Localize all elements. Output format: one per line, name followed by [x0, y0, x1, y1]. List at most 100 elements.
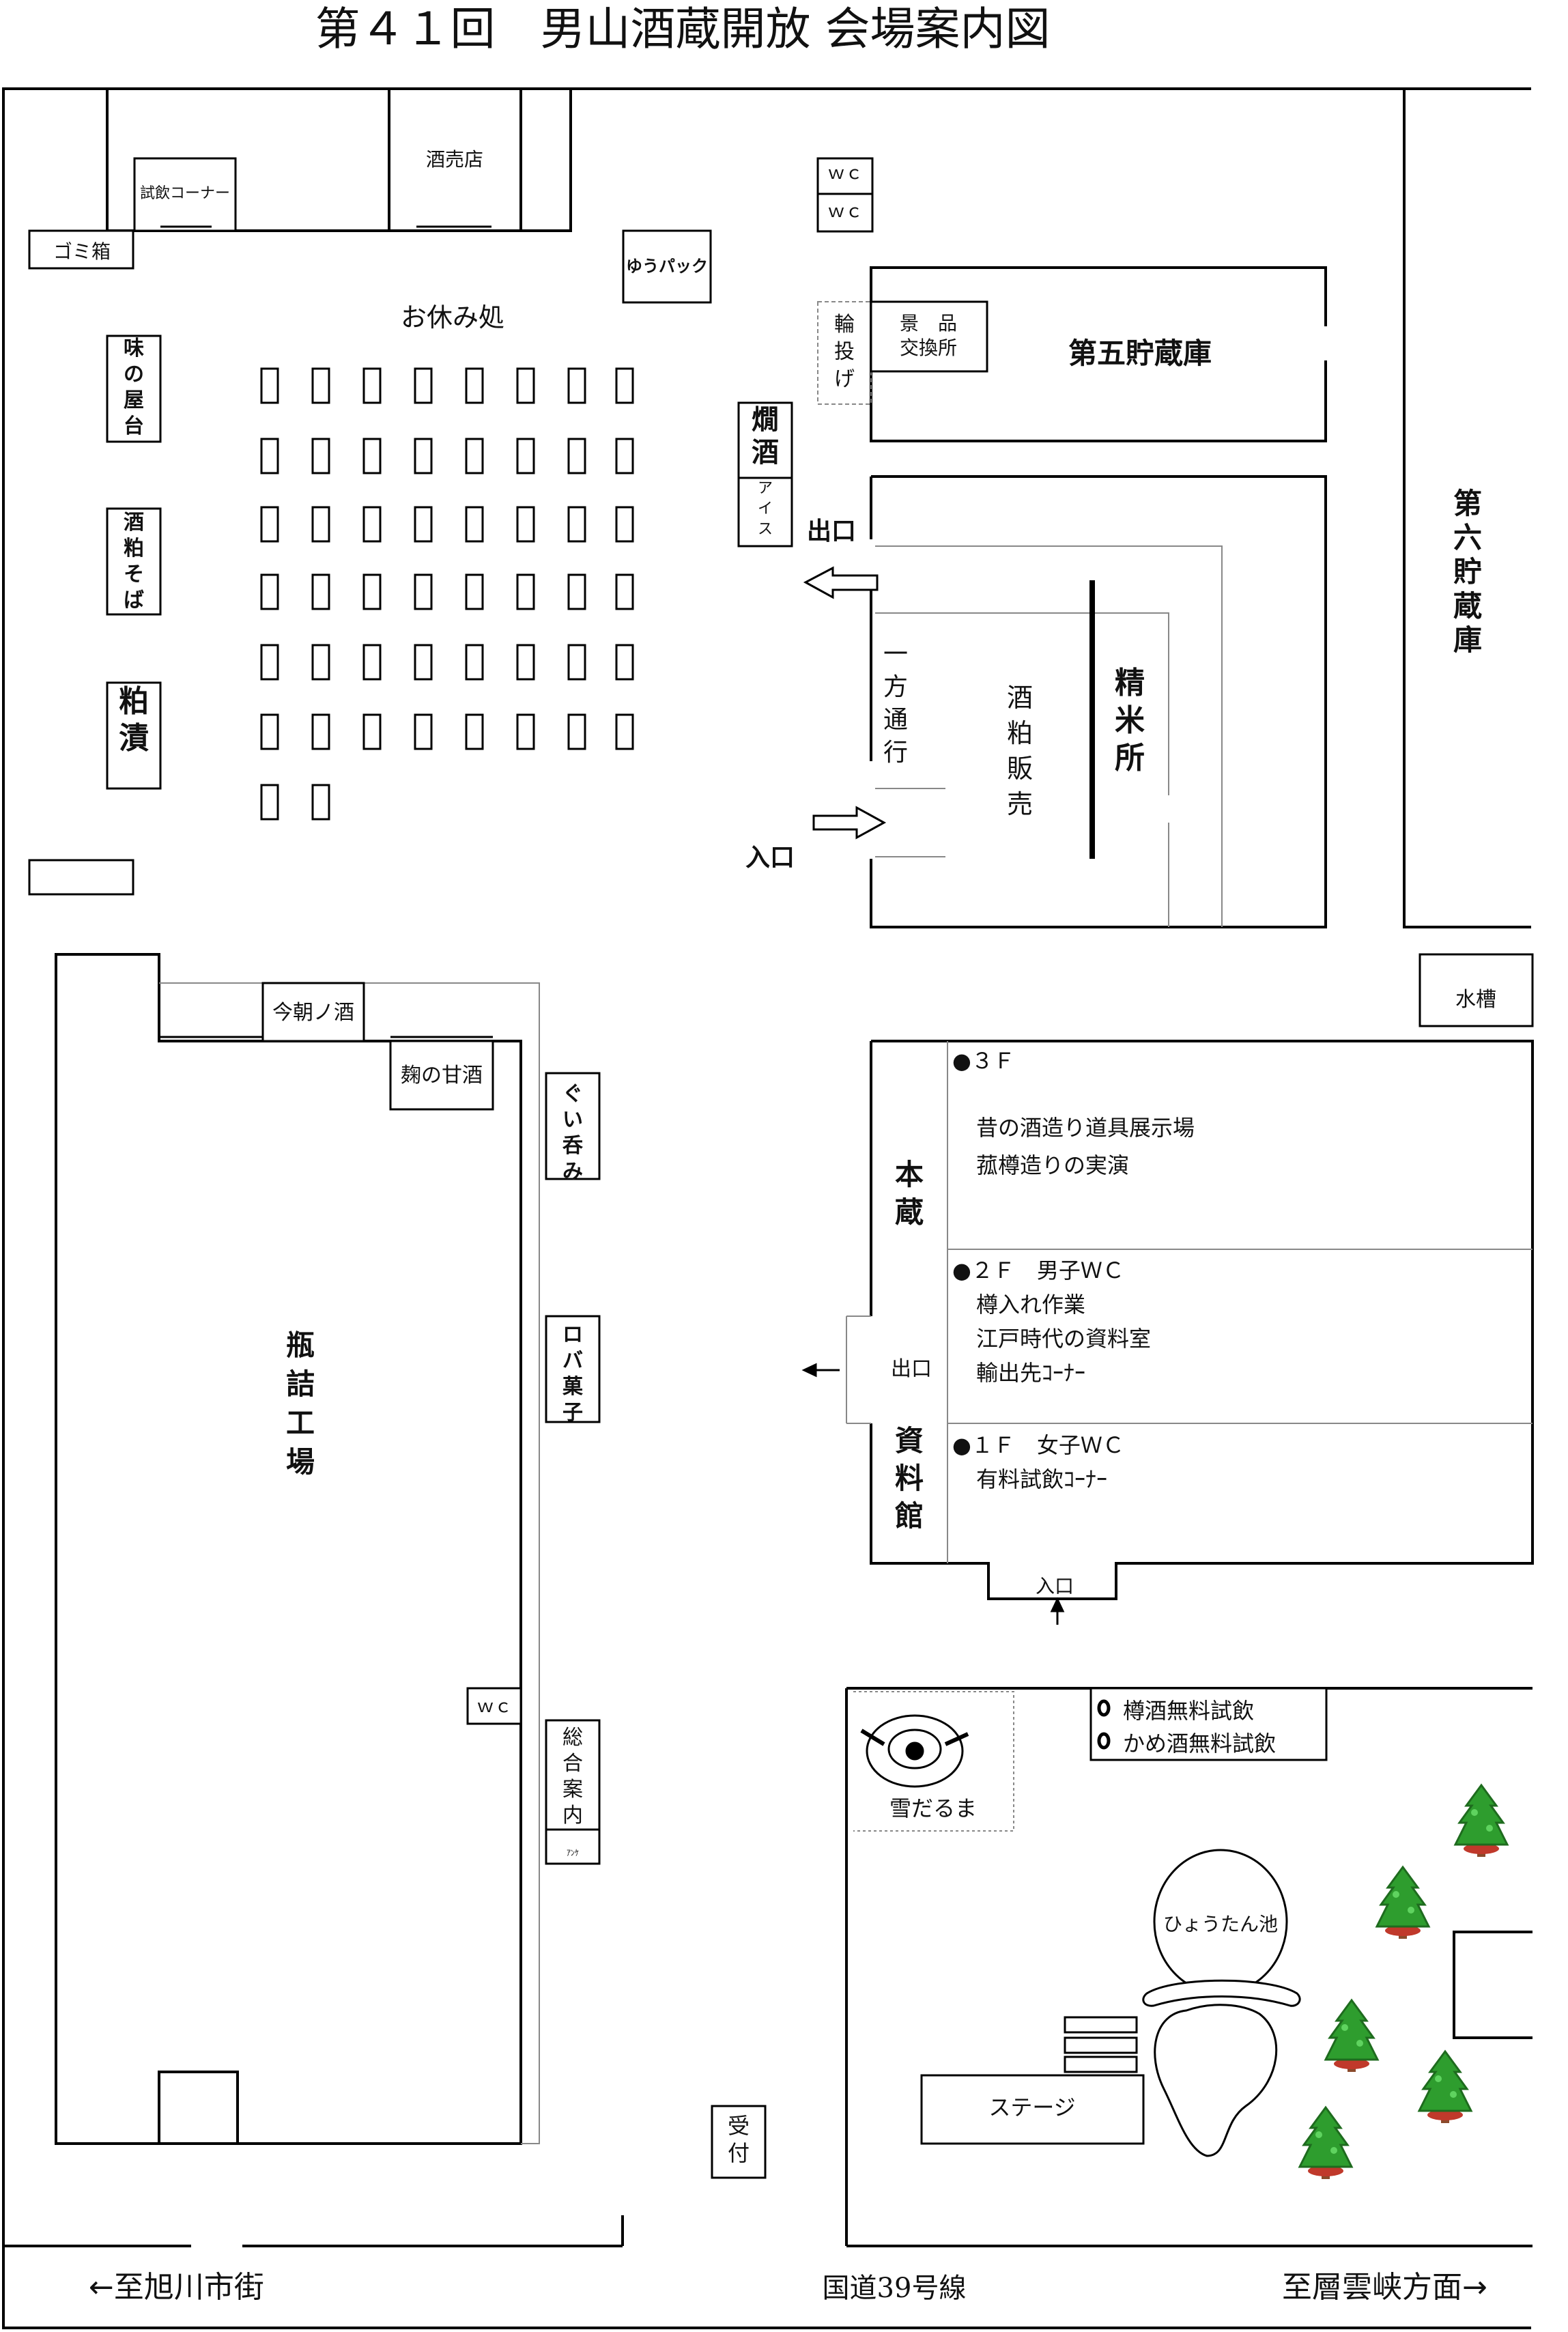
kasuzuke-box	[106, 681, 162, 790]
info-small-box	[545, 1828, 601, 1865]
rest-seat	[260, 713, 279, 750]
rest-seat	[615, 573, 634, 610]
rest-seat	[516, 506, 535, 543]
roba-gashi-label: ロバ菓子	[562, 1323, 584, 1425]
museum-outline	[870, 1040, 1534, 1600]
bottling-plant-outline	[55, 953, 522, 2145]
taruzake-label: 樽酒無料試飲	[1123, 1698, 1254, 1724]
info-center-label: 総合案内	[562, 1726, 583, 1828]
rest-seat	[260, 506, 279, 543]
koji-box	[389, 1040, 494, 1111]
rest-seat	[465, 644, 484, 681]
rest-seat	[260, 784, 279, 821]
rest-seat	[516, 573, 535, 610]
sake-shop-label: 酒売店	[426, 148, 483, 171]
tree-icon	[1417, 2049, 1473, 2123]
museum-name-bottom: 資料館	[895, 1424, 924, 1533]
floor2-line-3: 輸出先ｺｰﾅｰ	[976, 1360, 1085, 1386]
rest-seat	[615, 506, 634, 543]
sakekasu-soba-label: 酒粕そば	[124, 511, 144, 612]
stage-label: ステージ	[988, 2094, 1075, 2120]
rest-seat	[465, 367, 484, 404]
rest-seat	[516, 644, 535, 681]
rest-area-seats	[260, 367, 634, 821]
rest-seat	[615, 367, 634, 404]
water-tank-box	[1419, 953, 1534, 1027]
tasting-corner-label: 試飲コーナー	[140, 185, 230, 202]
one-way-label: 一方通行	[883, 640, 908, 767]
storehouse-5-label: 第五貯蔵庫	[1068, 337, 1212, 370]
wc-bottom-box	[466, 1687, 522, 1725]
tasting-free-box	[1089, 1687, 1328, 1761]
ice-label: アイス	[758, 480, 773, 538]
rice-mill-outline	[870, 475, 1327, 928]
rest-seat	[362, 713, 382, 750]
rest-seat	[567, 713, 586, 750]
rest-seat	[311, 506, 330, 543]
footer-center: 国道39号線	[823, 2273, 967, 2304]
rest-seat	[567, 573, 586, 610]
gourd-pond-label: ひょうたん池	[1163, 1913, 1278, 1935]
road-line	[3, 2215, 1533, 2247]
floor1-line-1: 有料試飲ｺｰﾅｰ	[976, 1466, 1107, 1492]
rest-seat	[516, 367, 535, 404]
rest-seat	[615, 713, 634, 750]
guinomi-box	[545, 1072, 601, 1180]
guinomi-label: ぐい呑み	[562, 1082, 584, 1184]
rest-seat	[516, 713, 535, 750]
kanzake-label: 燗酒	[752, 404, 779, 468]
snowman-icon	[860, 1714, 969, 1788]
rest-seat	[260, 644, 279, 681]
kanzake-box	[737, 401, 793, 479]
wc-bottom-label: ｗｃ	[476, 1696, 512, 1717]
floor3-label: ●３Ｆ	[952, 1048, 1015, 1074]
snowman-label: 雪だるま	[889, 1795, 977, 1821]
rest-seat	[465, 573, 484, 610]
garbage-label-1: ゴミ箱	[53, 240, 111, 263]
entrance-arrow-icon	[812, 806, 887, 840]
rest-area-label: お休み処	[401, 302, 504, 332]
kesa-box	[261, 982, 365, 1042]
floor2-label: ●２Ｆ 男子ＷＣ	[952, 1257, 1124, 1283]
tree-icon	[1453, 1783, 1509, 1857]
footer-right: 至層雲峡方面→	[1282, 2270, 1487, 2305]
storehouse-6-label: 第六貯蔵庫	[1453, 487, 1482, 657]
rest-seat	[567, 438, 586, 474]
tree-icon	[1298, 2105, 1354, 2179]
rest-seat	[567, 506, 586, 543]
info-small-label: ｱﾝｹ	[567, 1848, 579, 1858]
roba-box	[545, 1315, 601, 1423]
entrance-label: 入口	[745, 844, 795, 872]
rest-seat	[414, 573, 433, 610]
reception-box	[711, 2105, 767, 2179]
rest-seat	[362, 644, 382, 681]
yu-pack-label: ゆうパック	[626, 257, 708, 276]
exit-arrow-icon	[803, 566, 879, 599]
sakekasu-sales-label: 酒粕販売	[1007, 683, 1033, 819]
tree-icon	[1375, 1865, 1431, 1939]
rest-seat	[260, 573, 279, 610]
prize-exchange-label: 交換所	[900, 337, 957, 359]
rest-seat	[260, 367, 279, 404]
reception-label: 受付	[728, 2113, 750, 2166]
koji-amazake-label: 麹の甘酒	[401, 1064, 483, 1087]
prize-box	[870, 300, 988, 373]
aji-no-yatai-label: 味の屋台	[124, 337, 144, 438]
floor3-line-2: 菰樽造りの実演	[976, 1152, 1129, 1178]
wc-box-1	[816, 157, 874, 195]
rest-seat	[615, 644, 634, 681]
rest-seat	[362, 367, 382, 404]
seimaijo-label: 精米所	[1115, 666, 1145, 776]
soba-box	[106, 507, 162, 616]
rest-seat	[311, 784, 330, 821]
rest-seat	[516, 438, 535, 474]
kamezake-marker-icon	[1097, 1732, 1111, 1750]
wc-top-label-2: ｗｃ	[827, 201, 863, 222]
floor1-label: ●１Ｆ 女子ＷＣ	[952, 1432, 1124, 1458]
shop-building	[106, 89, 572, 232]
museum-name-top: 本蔵	[895, 1158, 924, 1229]
prize-exchange-label: 景 品	[900, 312, 957, 335]
rest-seat	[311, 573, 330, 610]
rest-seat	[414, 506, 433, 543]
museum-entrance-label: 入口	[1036, 1575, 1074, 1597]
